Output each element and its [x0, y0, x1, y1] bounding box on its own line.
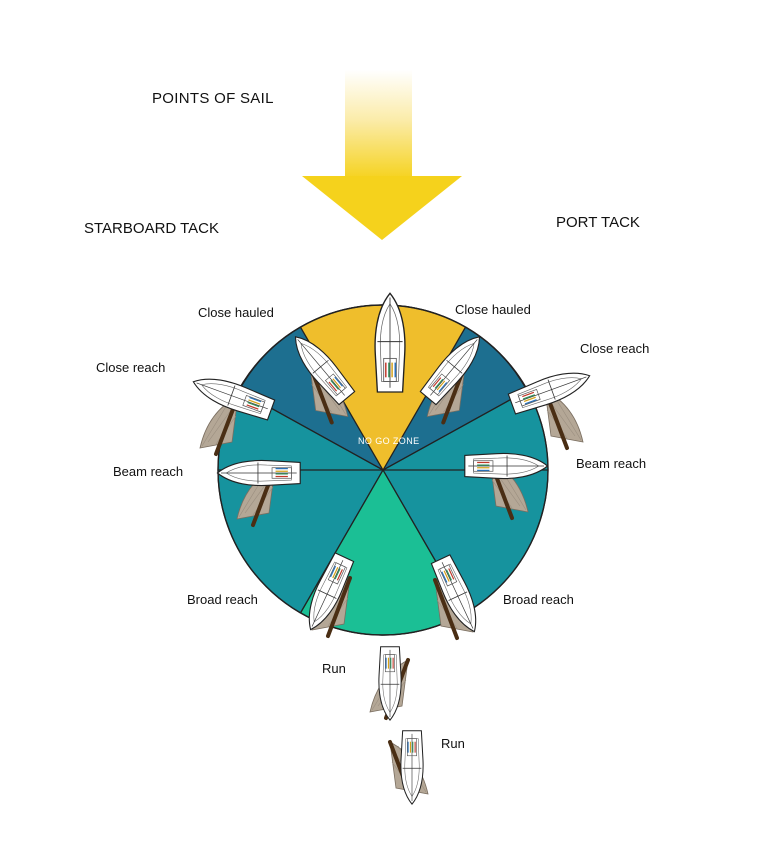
diagram-title: POINTS OF SAIL — [152, 90, 274, 107]
boat-run-lower — [388, 730, 430, 805]
label-run-lower: Run — [441, 736, 465, 751]
label-beam-reach-right: Beam reach — [576, 456, 646, 471]
label-close-reach-left: Close reach — [96, 360, 165, 375]
label-close-hauled-right: Close hauled — [455, 302, 531, 317]
wind-arrow — [302, 70, 462, 240]
no-go-zone-label: NO GO ZONE — [358, 436, 420, 446]
label-broad-reach-right: Broad reach — [503, 592, 574, 607]
label-close-hauled-left: Close hauled — [198, 305, 274, 320]
port-tack-label: PORT TACK — [556, 214, 640, 231]
label-run-upper: Run — [322, 661, 346, 676]
starboard-tack-label: STARBOARD TACK — [84, 220, 219, 237]
label-close-reach-right: Close reach — [580, 341, 649, 356]
label-broad-reach-left: Broad reach — [187, 592, 258, 607]
boat-run-upper — [368, 646, 410, 721]
label-beam-reach-left: Beam reach — [113, 464, 183, 479]
